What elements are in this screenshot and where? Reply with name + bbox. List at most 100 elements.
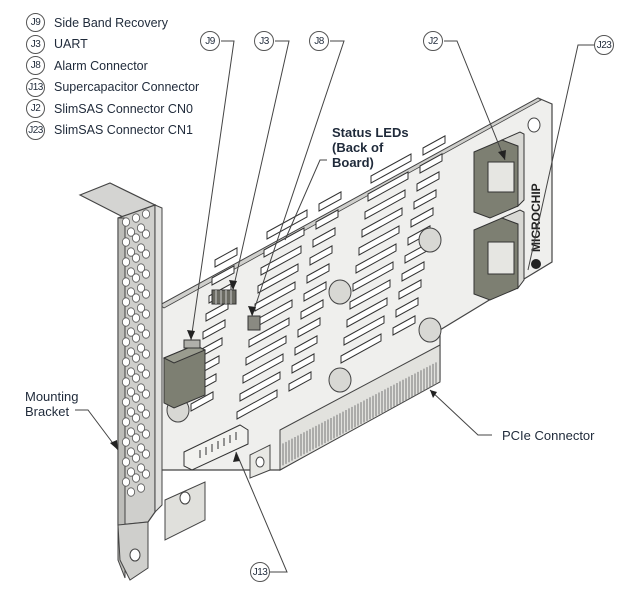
- mounting-bracket-label: Mounting Bracket: [25, 389, 78, 419]
- legend-label: Alarm Connector: [54, 58, 148, 73]
- heatsink-fin: [419, 153, 443, 174]
- leader-arrowheads: [110, 150, 506, 462]
- vent-hole: [127, 267, 136, 277]
- heatsink-fin: [361, 207, 403, 238]
- pcie-connector-label: PCIe Connector: [502, 428, 595, 443]
- vent-hole: [122, 277, 131, 287]
- vent-hole: [136, 443, 145, 453]
- vent-hole: [131, 333, 140, 343]
- vent-hole: [136, 403, 145, 413]
- leader-mounting-bracket: [75, 409, 119, 451]
- vent-hole: [131, 413, 140, 423]
- callout-j13: J13: [250, 562, 270, 582]
- vent-hole: [131, 213, 140, 223]
- module-block: [162, 344, 207, 409]
- heatsink-fin: [410, 207, 434, 228]
- vent-hole: [136, 483, 145, 493]
- callout-j2: J2: [423, 31, 443, 51]
- vent-hole: [141, 469, 150, 479]
- vent-hole: [141, 249, 150, 259]
- vent-hole: [131, 393, 140, 403]
- legend-label: SlimSAS Connector CN0: [54, 101, 193, 116]
- vent-hole: [127, 427, 136, 437]
- vent-hole: [122, 357, 131, 367]
- leader-j8: [251, 40, 345, 317]
- vent-hole: [141, 269, 150, 279]
- vent-hole: [127, 387, 136, 397]
- heatsink-fin: [367, 171, 409, 202]
- vent-hole: [131, 433, 140, 443]
- heatsink-fin: [260, 245, 302, 276]
- vent-hole: [141, 209, 150, 219]
- vent-hole: [122, 297, 131, 307]
- vent-hole: [127, 327, 136, 337]
- legend-label: Side Band Recovery: [54, 15, 168, 30]
- pcie-edge-connector: [279, 344, 441, 471]
- vent-hole: [136, 243, 145, 253]
- vent-hole: [127, 367, 136, 377]
- vent-hole: [127, 347, 136, 357]
- microchip-logo: MICROCHIP: [529, 183, 543, 269]
- vent-hole: [122, 437, 131, 447]
- callout-j8: J8: [309, 31, 329, 51]
- heatsink-fin: [358, 225, 400, 256]
- heatsink-fin: [205, 301, 229, 322]
- heatsink-fin: [364, 189, 406, 220]
- heatsink-fin: [352, 261, 394, 292]
- mounting-bracket-line-1: Mounting: [25, 389, 79, 404]
- vent-hole: [136, 463, 145, 473]
- heatsink-fin: [214, 247, 238, 268]
- heatsink-fin: [416, 171, 440, 192]
- leader-status-leds: [284, 159, 327, 241]
- vent-hole: [131, 473, 140, 483]
- callout-j23: J23: [594, 35, 614, 55]
- heatsink-fin: [211, 265, 235, 286]
- leader-j9: [190, 40, 235, 341]
- vent-hole: [131, 253, 140, 263]
- slimsas-connector-j2: [473, 131, 525, 219]
- vent-hole: [122, 257, 131, 267]
- status-leds-label: Status LEDs (Back of Board): [332, 125, 409, 170]
- heatsink-fin: [349, 279, 391, 310]
- heatsink-fin: [236, 389, 278, 420]
- j13-connector: [183, 424, 249, 471]
- vent-hole: [122, 317, 131, 327]
- legend-ref-badge: J23: [26, 120, 45, 140]
- vent-hole: [136, 283, 145, 293]
- heatsink-fin: [288, 371, 312, 392]
- vent-hole: [122, 397, 131, 407]
- heatsink-fin: [395, 297, 419, 318]
- heatsink-fin: [242, 353, 284, 384]
- vent-hole: [141, 229, 150, 239]
- leader-j3: [232, 40, 290, 291]
- vent-hole: [131, 353, 140, 363]
- pcie-pins: [282, 362, 437, 466]
- vent-hole: [141, 409, 150, 419]
- heatsink-fin: [370, 153, 412, 184]
- legend-ref-badge: J9: [26, 13, 45, 33]
- vent-hole: [141, 369, 150, 379]
- vent-hole: [136, 383, 145, 393]
- vent-hole: [122, 377, 131, 387]
- vent-hole: [127, 307, 136, 317]
- vent-hole: [136, 363, 145, 373]
- vent-hole: [136, 423, 145, 433]
- heatsink-fin: [202, 319, 226, 340]
- callout-j3: J3: [254, 31, 274, 51]
- leader-j23: [527, 44, 594, 271]
- callout-j9: J9: [200, 31, 220, 51]
- vent-hole: [131, 233, 140, 243]
- vent-hole: [136, 343, 145, 353]
- vent-hole: [141, 289, 150, 299]
- leader-j13: [235, 451, 288, 573]
- status-leds-line-3: Board): [332, 155, 374, 170]
- capacitor: [418, 227, 442, 253]
- vent-hole: [141, 389, 150, 399]
- leader-pcie: [429, 389, 492, 436]
